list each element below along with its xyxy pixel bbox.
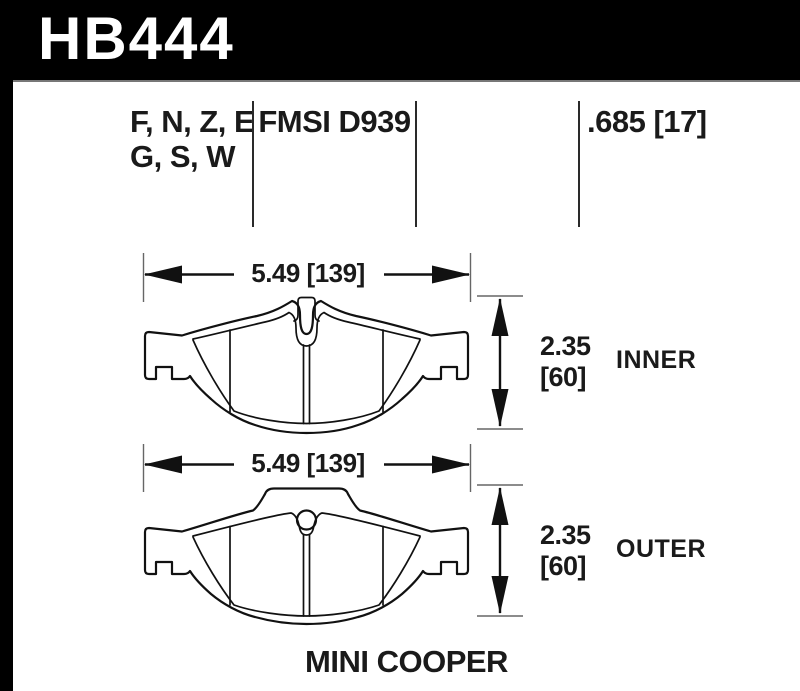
column-divider	[415, 101, 417, 227]
inner-pad-label: INNER	[616, 346, 697, 374]
fmsi-number: FMSI D939	[258, 104, 411, 139]
outer-pad-drawing	[143, 487, 470, 626]
outer-height-mm: [60]	[540, 551, 587, 581]
inner-height-value: 2.35 [60]	[540, 331, 591, 393]
pad-thickness: .685 [17]	[587, 104, 707, 139]
inner-width-dimension-arrow	[142, 253, 472, 302]
outer-height-inches: 2.35	[540, 520, 591, 550]
outer-height-value: 2.35 [60]	[540, 520, 591, 582]
compound-codes-line2: G, S, W	[130, 139, 236, 174]
header-bar: HB444	[0, 0, 800, 82]
outer-pad-label: OUTER	[616, 535, 706, 563]
compound-codes-line1: F, N, Z, E	[130, 104, 255, 139]
inner-pad-drawing	[143, 296, 470, 435]
inner-height-dimension-arrow	[477, 295, 523, 430]
compound-codes: F, N, Z, E G, S, W	[130, 104, 255, 174]
vehicle-name: MINI COOPER	[305, 644, 508, 679]
column-divider	[578, 101, 580, 227]
inner-height-inches: 2.35	[540, 331, 591, 361]
inner-height-mm: [60]	[540, 362, 587, 392]
outer-height-dimension-arrow	[477, 484, 523, 617]
inner-width-value: 5.49 [139]	[251, 258, 365, 288]
column-divider	[252, 101, 254, 227]
left-border	[0, 80, 13, 691]
outer-width-value: 5.49 [139]	[251, 448, 365, 478]
outer-width-dimension-arrow	[142, 444, 472, 492]
part-number: HB444	[38, 5, 235, 72]
